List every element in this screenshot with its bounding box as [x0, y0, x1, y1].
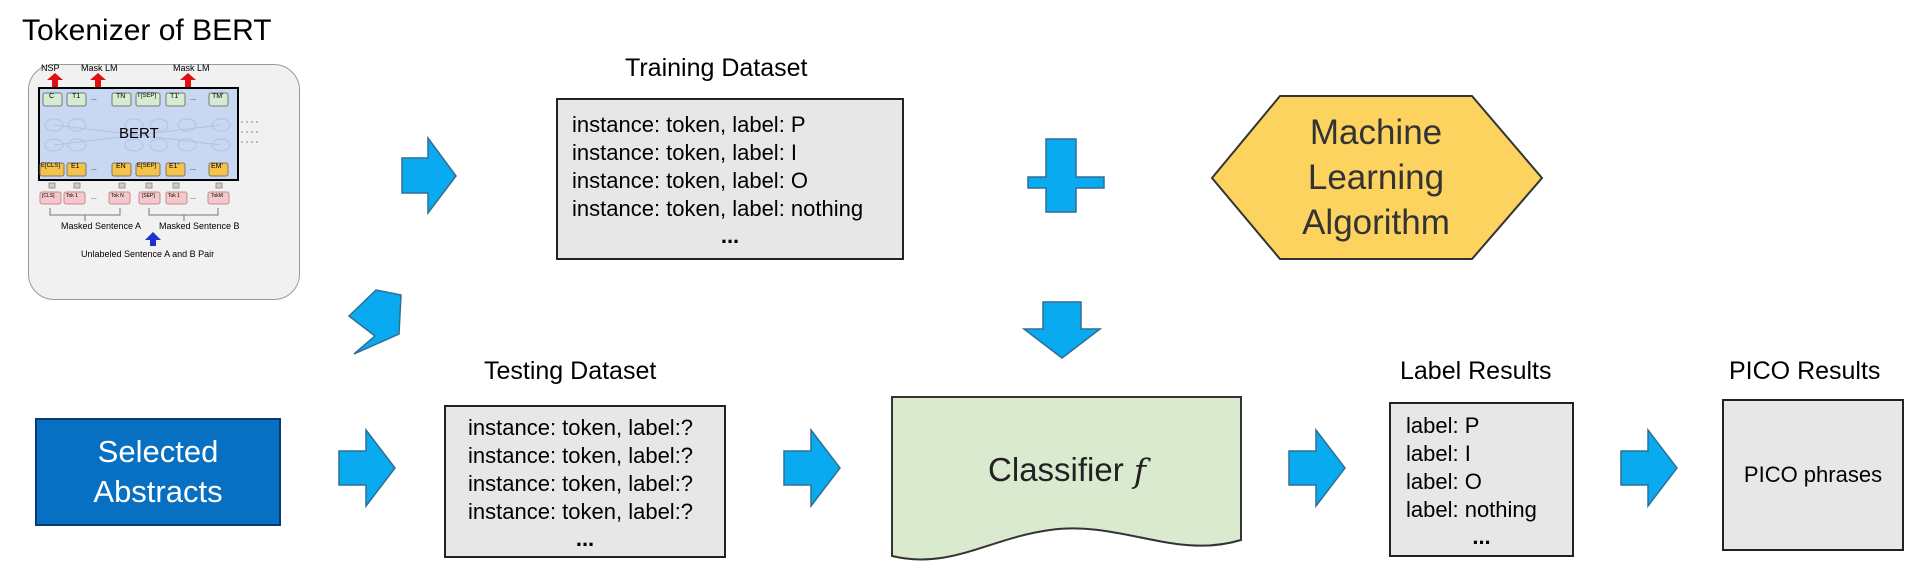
label-results-title: Label Results	[1400, 357, 1552, 385]
bert-emb-token: ...	[91, 165, 97, 172]
bert-out-token: TN	[116, 93, 126, 100]
bert-emb-token: EN	[116, 163, 126, 170]
bert-in-token: Tok 1	[66, 193, 78, 199]
label-result-line: label: nothing	[1406, 497, 1537, 522]
ml-algorithm-line: Learning	[1307, 158, 1445, 197]
selected-abstracts-line: Abstracts	[93, 474, 223, 509]
label-result-line: label: I	[1406, 441, 1471, 466]
classifier-text: Classifier	[988, 451, 1124, 488]
classifier-symbol: f	[1133, 450, 1146, 490]
bert-nsp-label: NSP	[41, 63, 60, 73]
arrow-classifier-to-labels	[1288, 427, 1346, 509]
arrow-selected-to-testing	[338, 427, 396, 509]
training-ellipsis: ...	[720, 223, 740, 248]
arrow-down-to-classifier	[1021, 301, 1103, 359]
classifier-document-shape	[891, 396, 1242, 561]
bert-in-token: Tok N	[111, 193, 124, 199]
pico-results-title: PICO Results	[1729, 357, 1881, 385]
bert-out-token: TM'	[212, 93, 224, 100]
testing-line: instance: token, label:?	[468, 499, 694, 524]
bert-out-token: ...	[190, 95, 196, 102]
bert-out-token: T1'	[170, 93, 180, 100]
bert-emb-token: E1	[71, 163, 80, 170]
ml-algorithm-line: Machine	[1309, 113, 1443, 152]
label-results-box: label: P label: I label: O label: nothin…	[1389, 402, 1574, 557]
bert-emb-token: E1'	[169, 163, 179, 170]
bert-out-token: T1	[72, 93, 81, 100]
testing-dataset-title: Testing Dataset	[484, 357, 657, 385]
label-result-line: label: O	[1406, 469, 1482, 494]
arrow-labels-to-pico	[1620, 427, 1678, 509]
classifier-label: Classifier f	[892, 440, 1242, 500]
bert-emb-token: EM'	[211, 163, 223, 170]
label-result-line: label: P	[1406, 413, 1480, 438]
bert-emb-token: E[SEP]	[137, 163, 157, 169]
ml-algorithm-label: Machine Learning Algorithm	[1210, 95, 1542, 260]
bert-out-token: T[SEP]	[137, 93, 157, 99]
bert-sentence-a-label: Masked Sentence A	[61, 221, 142, 231]
pico-results-box: PICO phrases	[1722, 399, 1904, 551]
tokenizer-title: Tokenizer of BERT	[22, 14, 272, 47]
training-line: instance: token, label: P	[572, 112, 806, 137]
ml-algorithm-hexagon	[1210, 95, 1544, 260]
bert-in-token: [CLS]	[42, 193, 55, 199]
selected-abstracts-line: Selected	[97, 434, 219, 469]
bert-sentence-b-label: Masked Sentence B	[159, 221, 240, 231]
bert-mask-lm-label-1: Mask LM	[81, 63, 118, 73]
bert-main-label: BERT	[119, 125, 159, 142]
label-results-ellipsis: ...	[1472, 524, 1491, 549]
training-line: instance: token, label: O	[572, 168, 809, 193]
bert-out-token: ...	[91, 95, 97, 102]
training-dataset-title: Training Dataset	[625, 54, 808, 82]
training-dataset-box: instance: token, label: P instance: toke…	[556, 98, 904, 260]
bert-emb-token: E[CLS]	[41, 163, 61, 169]
bert-in-token: [SEP]	[142, 193, 155, 199]
arrow-testing-to-classifier	[783, 427, 841, 509]
plus-sign	[1027, 138, 1105, 213]
bert-out-token: C	[49, 93, 55, 100]
ml-algorithm-line: Algorithm	[1302, 203, 1450, 242]
pico-phrases-label: PICO phrases	[1743, 462, 1883, 487]
bert-mask-lm-label-2: Mask LM	[173, 63, 210, 73]
training-line: instance: token, label: I	[572, 140, 798, 165]
testing-line: instance: token, label:?	[468, 443, 694, 468]
bert-emb-token: ...	[190, 165, 196, 172]
training-line: instance: token, label: nothing	[572, 196, 864, 221]
bert-architecture-figure	[38, 73, 259, 246]
arrow-bert-to-training	[401, 135, 457, 216]
bert-in-token: TokM	[211, 193, 223, 199]
arrow-bert-to-testing	[347, 289, 402, 355]
bert-tokenizer-panel: NSP Mask LM Mask LM BERT C T1 ... TN T[S…	[28, 63, 300, 300]
testing-line: instance: token, label:?	[468, 415, 694, 440]
testing-dataset-box: instance: token, label:? instance: token…	[444, 405, 726, 558]
selected-abstracts-box: Selected Abstracts	[35, 418, 281, 526]
bert-in-token: ...	[91, 194, 97, 201]
testing-ellipsis: ...	[575, 526, 595, 551]
bert-in-token: ...	[190, 194, 196, 201]
testing-line: instance: token, label:?	[468, 471, 694, 496]
bert-pair-label: Unlabeled Sentence A and B Pair	[81, 249, 215, 259]
bert-in-token: Tok 1	[168, 193, 180, 199]
